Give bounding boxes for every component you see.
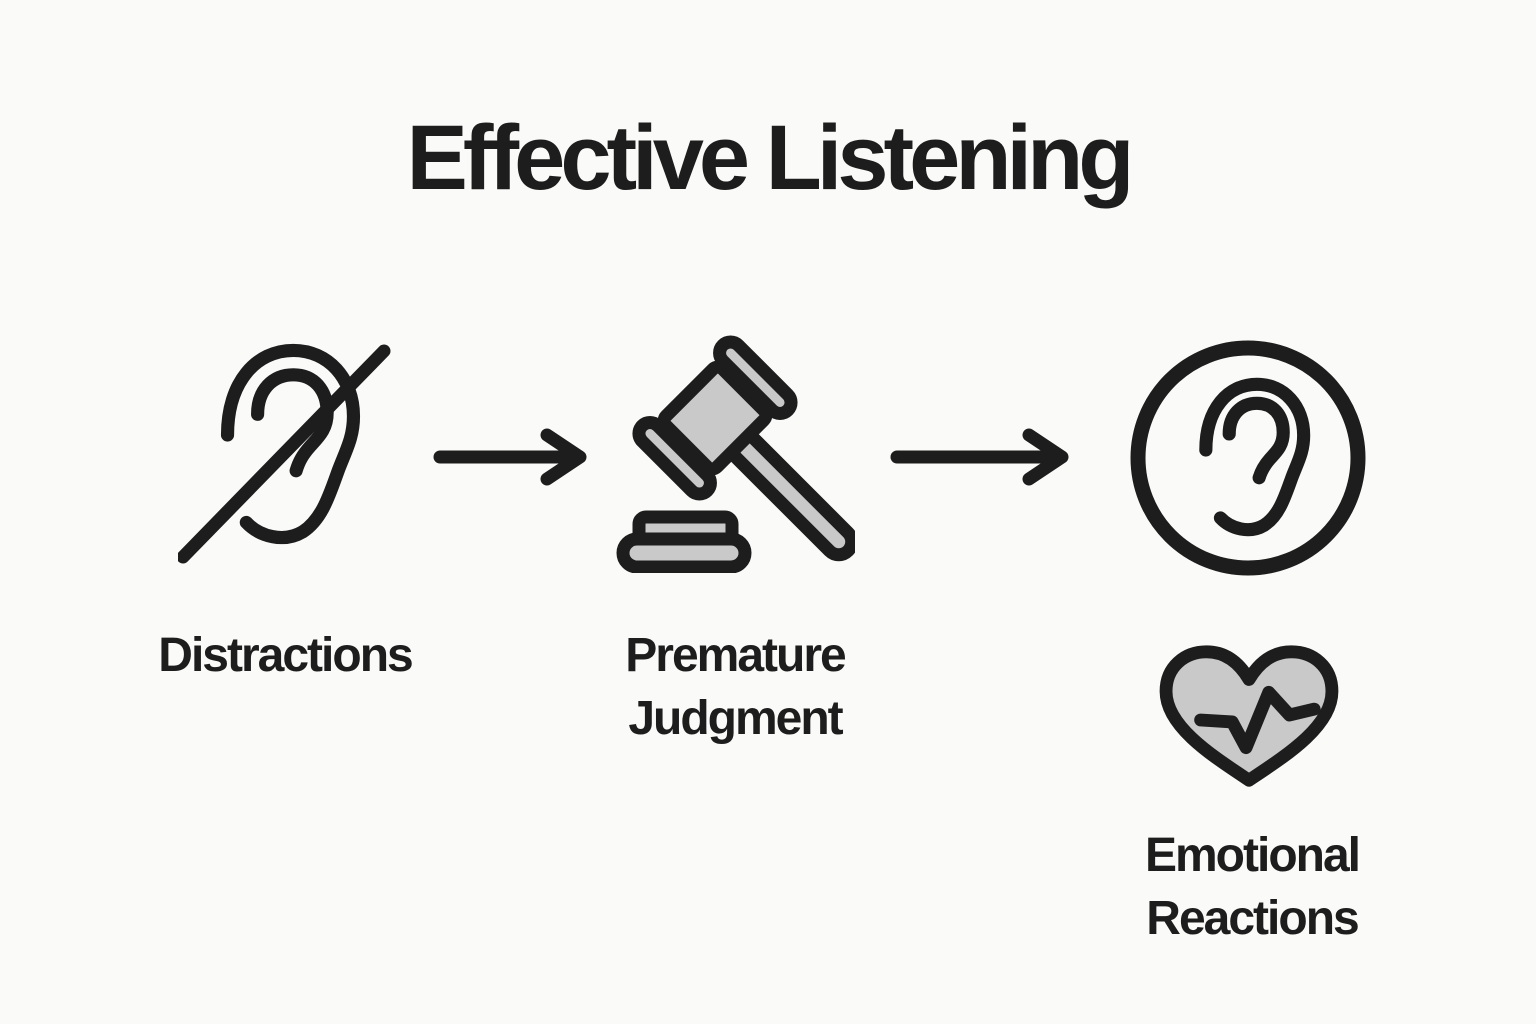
label-emotional-reactions: Emotional Reactions bbox=[1144, 829, 1361, 945]
gavel-icon bbox=[615, 333, 855, 573]
heart-pulse-icon bbox=[1150, 640, 1348, 798]
label-distractions: Distractions bbox=[158, 629, 413, 682]
page-title: Effective Listening bbox=[406, 107, 1135, 209]
label-premature-judgment: Premature Judgment bbox=[625, 629, 846, 745]
arrow-right-icon bbox=[433, 428, 587, 486]
ear-in-circle-icon bbox=[1128, 337, 1368, 577]
arrow-right-icon bbox=[890, 428, 1069, 486]
ear-slash-icon bbox=[178, 338, 393, 573]
